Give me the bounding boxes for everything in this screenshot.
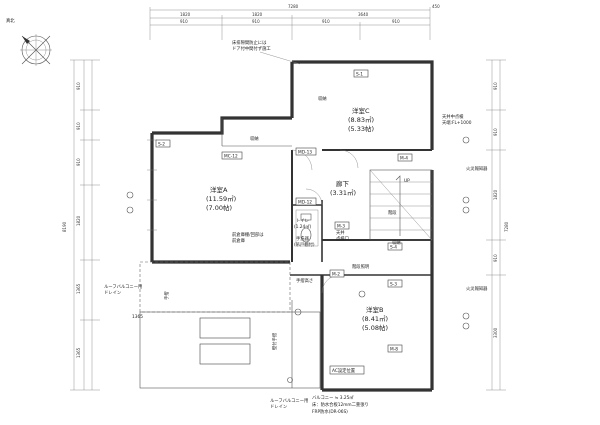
tag-mc12: MC-12 — [224, 154, 238, 160]
storage-b-label: 収納 — [392, 239, 401, 246]
dim-right-seg3: 1820 — [493, 189, 498, 200]
fixture-symbols — [126, 136, 470, 330]
room-b-area: (8.41㎡) — [362, 314, 388, 323]
compass-rose: 真北 — [6, 17, 52, 66]
right-dimension-lines: 7280 910 910 1820 910 3300 — [486, 59, 509, 391]
dim-top-row3-a: 910 — [180, 19, 188, 24]
room-c-area: (8.83㎡) — [348, 115, 374, 124]
roof-balcony — [139, 261, 321, 389]
toilet-name: トイレ — [296, 219, 309, 224]
room-c-jo: (5.33帖) — [348, 124, 374, 133]
dim-right-total: 7280 — [504, 221, 509, 232]
closet-a-note-1: 前倉庫棚/回部は — [232, 231, 264, 238]
room-b-name: 洋室B — [366, 305, 383, 314]
dim-top-row3-d: 910 — [392, 19, 400, 24]
tag-m4: M-4 — [400, 156, 408, 162]
toilet-cabinet-2: (吊戸棚付) — [294, 241, 315, 248]
dim-right-seg4: 910 — [493, 254, 498, 262]
attic-note-2: 天端:FL+1000 — [442, 119, 472, 126]
room-b-jo: (5.08帖) — [362, 323, 388, 332]
stairs-up-label: UP — [404, 178, 410, 184]
room-a-area: (11.59㎡) — [206, 194, 236, 203]
hallway-area: (3.31㎡) — [330, 188, 356, 197]
balcony-note-1: バルコニー ≒ 3.25㎡ — [312, 394, 354, 401]
stairs-name: 階段 — [388, 209, 397, 216]
toilet-fixture — [295, 209, 319, 247]
tag-m2: M-2 — [332, 272, 340, 278]
tag-m3: M-3 — [337, 224, 345, 230]
toilet-area: (1.24㎡) — [294, 223, 312, 230]
dim-left-seg5: 1365 — [76, 283, 81, 294]
tag-s1: S-1 — [356, 72, 363, 78]
dim-top-row2-b: 1820 — [252, 12, 263, 17]
tag-boxes: MC-12 MD-13 MD-12 S-1 S-2 S-3 S-4 M-2 M-… — [155, 69, 413, 353]
hallway-name: 廊下 — [336, 179, 350, 188]
room-c-name: 洋室C — [352, 106, 370, 115]
dim-right-seg2: 910 — [493, 128, 498, 136]
room-a-jo: (7.00帖) — [206, 203, 232, 212]
stairs-note: 階段照明 — [352, 263, 369, 270]
drain-a-2: ドレイン — [104, 291, 121, 296]
top-dimension-lines: 7280 450 1820 1820 3640 910 910 910 910 — [149, 4, 440, 40]
drain-a-1: ルーフバルコニー用 — [104, 284, 142, 290]
tag-md12: MD-12 — [298, 200, 312, 206]
stairs — [369, 169, 433, 241]
dim-right-seg5: 3300 — [493, 327, 498, 338]
tag-s2: S-2 — [158, 142, 165, 148]
dim-top-row2-a: 1820 — [180, 12, 191, 17]
dim-top-right: 450 — [432, 4, 440, 9]
closet-a-note-2: 前倉庫 — [232, 237, 246, 244]
fire-alarm-2: 火災報知器 — [466, 285, 488, 292]
storage-c-label: 収納 — [318, 95, 327, 102]
room-labels: 洋室A (11.59㎡) (7.00帖) 洋室C (8.83㎡) (5.33帖)… — [206, 106, 397, 332]
annotations: 収納 収納 収納 床排隙間防止には ドア付中間付ず施工 天井中点検 天端:FL+… — [104, 39, 488, 415]
dim-left-seg6: 1365 — [76, 347, 81, 358]
storage-a-label: 収納 — [250, 135, 259, 142]
hand-lamp-label: 手摺 — [163, 291, 170, 300]
tag-s3: S-3 — [390, 282, 397, 288]
dim-top-row2-c: 3640 — [358, 12, 369, 17]
toilet-cabinet-1: 手洗器 — [296, 235, 310, 242]
dim-left-total: 8190 — [62, 221, 67, 232]
hall-unit-2: 点検口 — [336, 235, 349, 242]
tag-m8: M-8 — [390, 347, 398, 353]
left-dimension-lines: 8190 910 910 910 1820 1365 1365 — [62, 59, 100, 391]
balcony-note-3: FRP防水(DR-06S) — [312, 408, 348, 415]
wall-hatching — [147, 139, 157, 231]
dim-top-row3-b: 910 — [252, 19, 260, 24]
drain-b-1: ルーフバルコニー用 — [270, 398, 308, 404]
hall-unit-1: 天井 — [336, 229, 345, 236]
dim-left-seg1: 910 — [76, 82, 81, 90]
fire-alarm-1: 火災報知器 — [466, 165, 488, 172]
dim-right-seg1: 910 — [493, 82, 498, 90]
room-a-name: 洋室A — [210, 185, 228, 194]
tag-s4: S-4 — [390, 245, 397, 251]
dim-top-row3-c: 910 — [322, 19, 330, 24]
balcony-dim-label: 1365 — [132, 314, 143, 320]
note-top-1: 床排隙間防止には — [232, 39, 267, 46]
stand-height: 手摺高さ — [296, 277, 313, 284]
attic-note-1: 天井中点検 — [442, 113, 464, 120]
dim-left-seg3: 910 — [76, 158, 81, 166]
dim-top-total: 7280 — [288, 4, 299, 9]
compass-label: 真北 — [6, 17, 15, 24]
balcony-note-2: 床：防水合板12mm二重張り — [312, 401, 369, 408]
note-top-2: ドア付中間付ず施工 — [232, 45, 271, 52]
railing-label: 壁付手摺 — [271, 333, 278, 350]
ac-position: AC設定位置 — [332, 367, 356, 374]
tag-md13: MD-13 — [298, 150, 312, 156]
dim-left-seg2: 910 — [76, 122, 81, 130]
drain-b-2: ドレイン — [270, 405, 287, 410]
dim-left-seg4: 1820 — [76, 215, 81, 226]
